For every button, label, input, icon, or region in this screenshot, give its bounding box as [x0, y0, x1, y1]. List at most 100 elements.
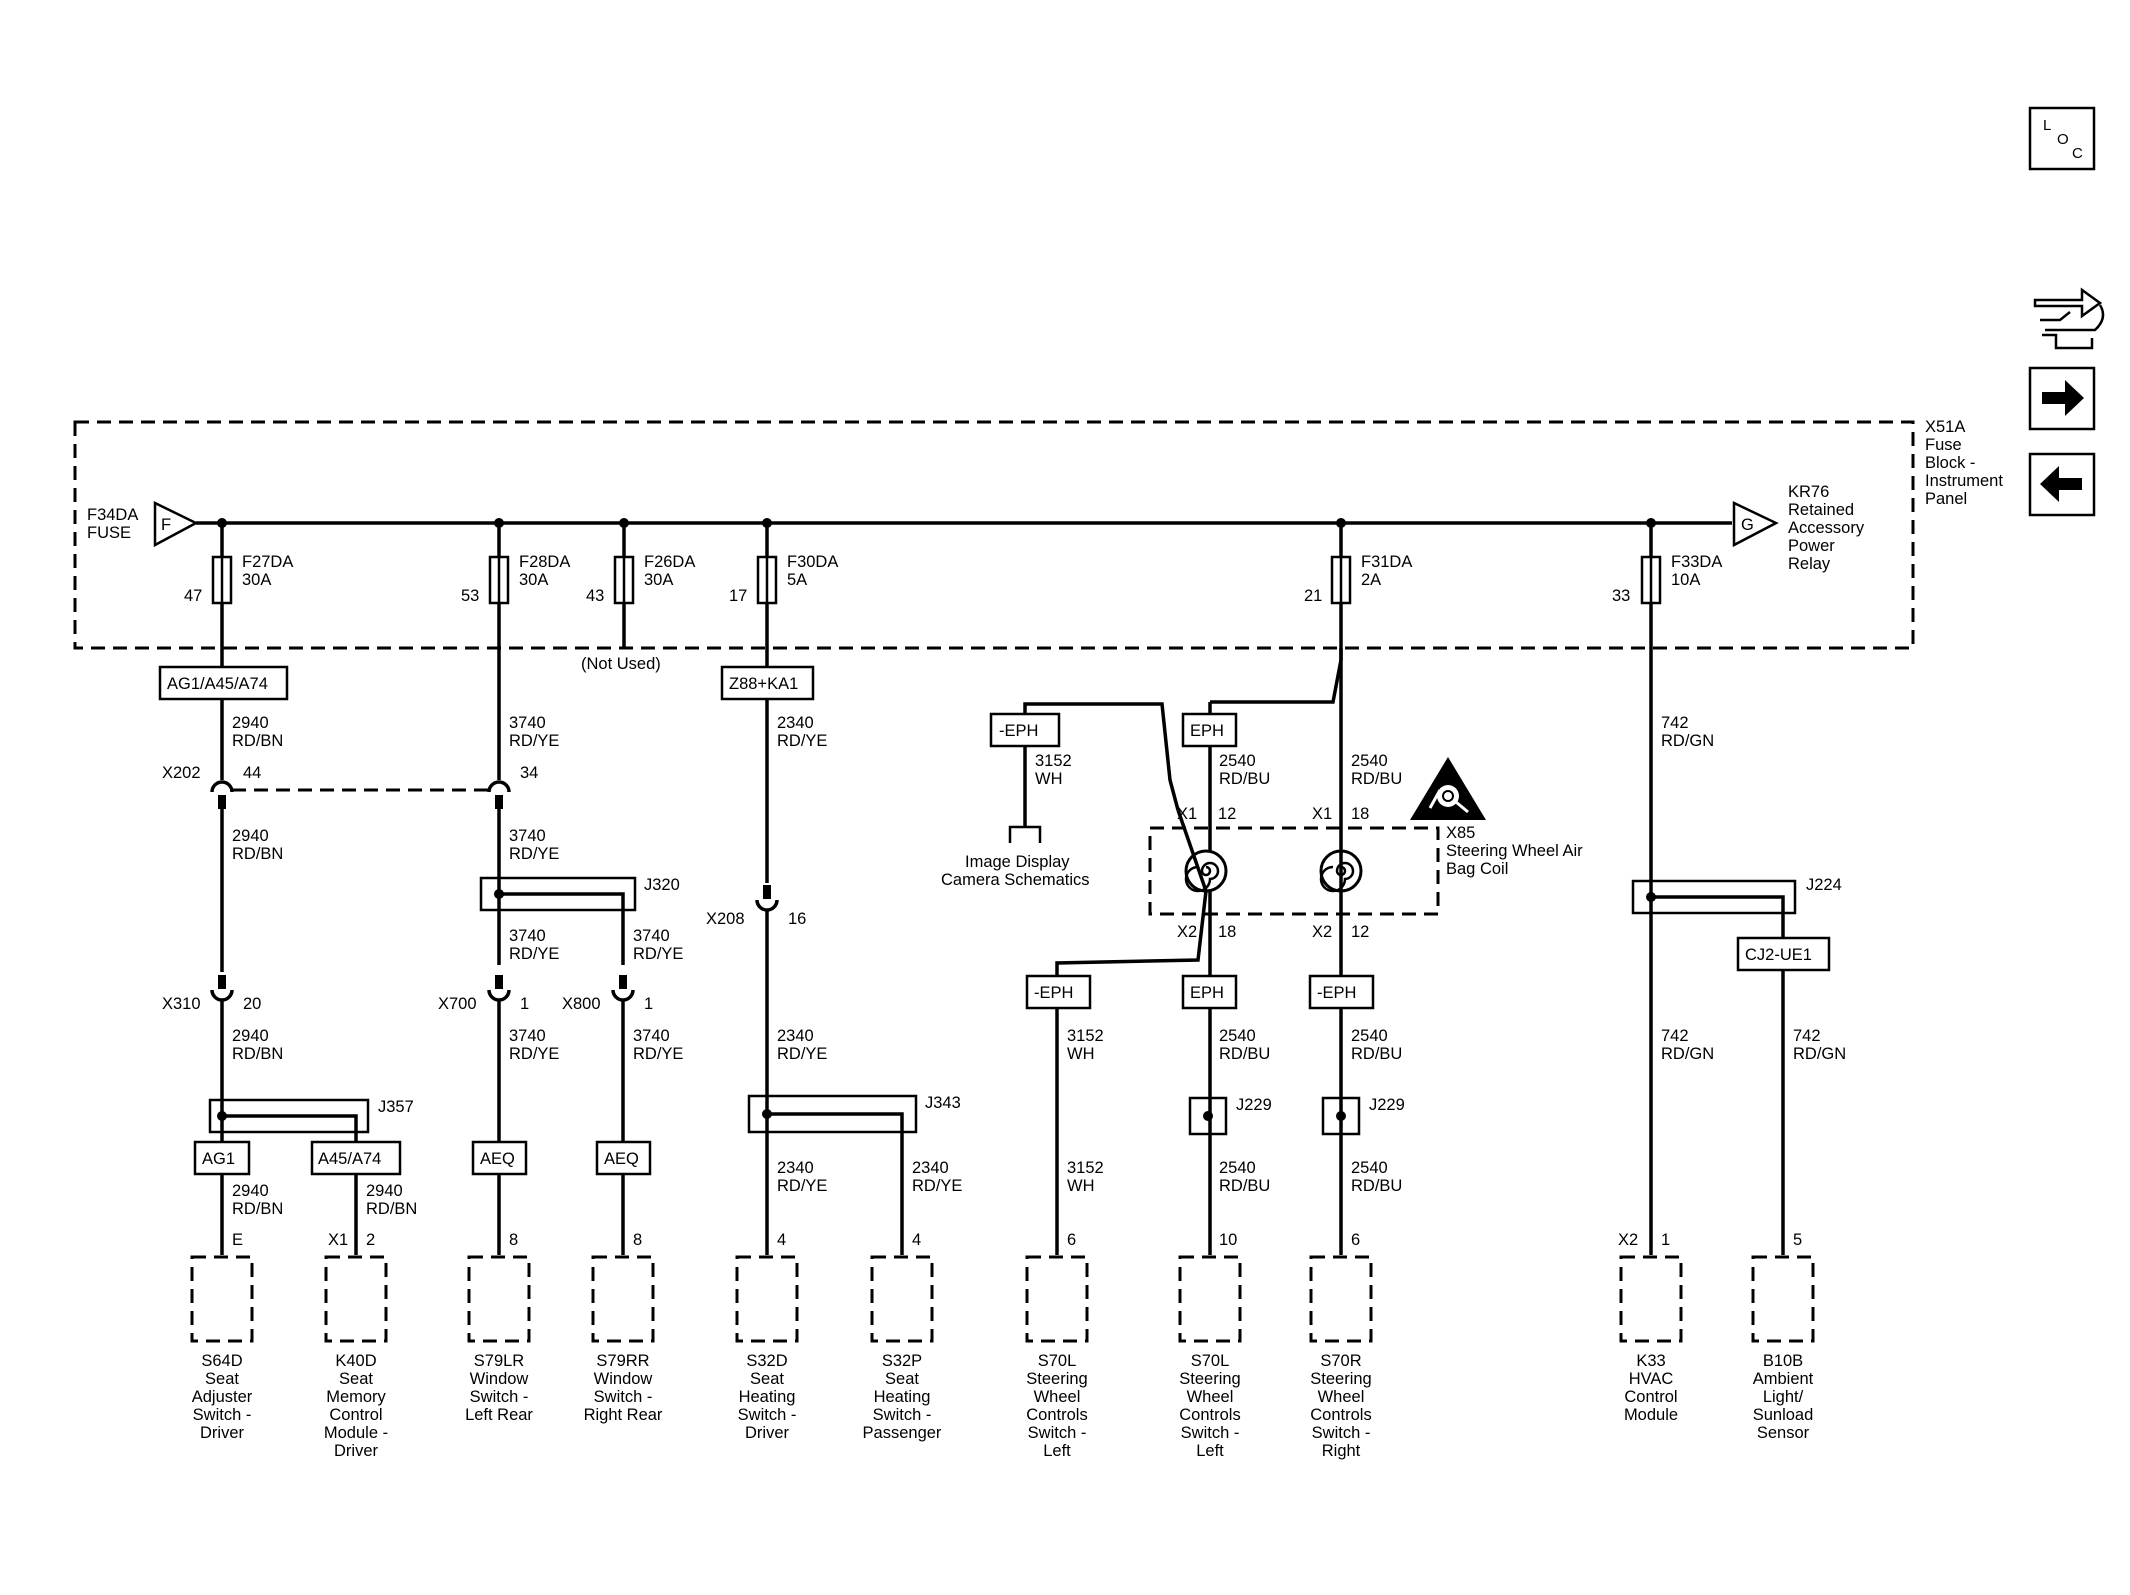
- svg-text:1: 1: [644, 995, 653, 1013]
- svg-text:X1: X1: [1312, 805, 1332, 823]
- svg-text:Switch -: Switch -: [1028, 1424, 1087, 1442]
- svg-text:Module -: Module -: [324, 1424, 388, 1442]
- svg-text:G: G: [1741, 516, 1754, 534]
- svg-text:B10B: B10B: [1763, 1352, 1803, 1370]
- wire-label: RD/BN: [232, 1200, 283, 1218]
- svg-text:Steering: Steering: [1310, 1370, 1371, 1388]
- svg-text:J357: J357: [378, 1098, 414, 1116]
- wire-label: 3740: [509, 927, 546, 945]
- svg-text:Driver: Driver: [334, 1442, 379, 1460]
- wire-label: 3152: [1067, 1027, 1104, 1045]
- svg-text:Left: Left: [1043, 1442, 1071, 1460]
- svg-text:Sunload: Sunload: [1753, 1406, 1814, 1424]
- svg-text:Control: Control: [329, 1406, 382, 1424]
- svg-text:Wheel: Wheel: [1034, 1388, 1081, 1406]
- svg-text:Memory: Memory: [326, 1388, 386, 1406]
- svg-text:KR76: KR76: [1788, 483, 1829, 501]
- svg-text:Heating: Heating: [739, 1388, 796, 1406]
- svg-text:J229: J229: [1236, 1096, 1272, 1114]
- terminal-pin: 6: [1067, 1231, 1076, 1249]
- svg-text:X310: X310: [162, 995, 201, 1013]
- loc-button[interactable]: L O C: [2028, 106, 2096, 171]
- component-s70l[interactable]: S70L Steering Wheel Controls Switch - Le…: [1025, 1255, 1089, 1460]
- svg-text:AG1/A45/A74: AG1/A45/A74: [167, 675, 268, 693]
- svg-text:Right Rear: Right Rear: [584, 1406, 663, 1424]
- svg-text:F: F: [161, 516, 171, 534]
- svg-text:Steering Wheel Air: Steering Wheel Air: [1446, 842, 1583, 860]
- wire-label: RD/BN: [366, 1200, 417, 1218]
- wire-label: 2540: [1219, 1159, 1256, 1177]
- svg-text:Window: Window: [470, 1370, 529, 1388]
- svg-text:Z88+KA1: Z88+KA1: [729, 675, 798, 693]
- svg-text:Accessory: Accessory: [1788, 519, 1865, 537]
- svg-text:Seat: Seat: [750, 1370, 784, 1388]
- svg-text:S79LR: S79LR: [474, 1352, 525, 1370]
- wire-label: 3740: [633, 1027, 670, 1045]
- svg-text:Switch -: Switch -: [193, 1406, 252, 1424]
- loc-letter: O: [2057, 131, 2069, 148]
- wire-label: 2940: [232, 1182, 269, 1200]
- component-s79lr[interactable]: S79LR Window Switch - Left Rear: [465, 1255, 533, 1424]
- svg-text:Image Display: Image Display: [965, 853, 1070, 871]
- wire-label: WH: [1067, 1177, 1095, 1195]
- terminal-pin: 5: [1793, 1231, 1802, 1249]
- fuse-f26da: F26DA 30A 43: [586, 523, 695, 605]
- svg-text:Steering: Steering: [1179, 1370, 1240, 1388]
- svg-text:Control: Control: [1624, 1388, 1677, 1406]
- component-b10b[interactable]: B10B Ambient Light/ Sunload Sensor: [1751, 1255, 1815, 1442]
- terminal-pin: E: [232, 1231, 243, 1249]
- fuse-f28da: F28DA 30A 53: [461, 523, 570, 605]
- wire-label: 2540: [1219, 1027, 1256, 1045]
- wire-label: 2340: [777, 1159, 814, 1177]
- splice-j224: J224: [1631, 876, 1842, 938]
- wire-label: 2940: [366, 1182, 403, 1200]
- svg-text:K33: K33: [1636, 1352, 1665, 1370]
- component-s32d[interactable]: S32D Seat Heating Switch - Driver: [735, 1255, 799, 1442]
- connector-repair-icon[interactable]: [2033, 287, 2105, 350]
- splice-j357: J357: [208, 1098, 414, 1142]
- svg-text:J229: J229: [1369, 1096, 1405, 1114]
- svg-text:Switch -: Switch -: [1312, 1424, 1371, 1442]
- svg-text:FUSE: FUSE: [87, 524, 131, 542]
- svg-text:Light/: Light/: [1763, 1388, 1804, 1406]
- component-s79rr[interactable]: S79RR Window Switch - Right Rear: [584, 1255, 663, 1424]
- terminal-pin: 2: [366, 1231, 375, 1249]
- svg-text:J224: J224: [1806, 876, 1842, 894]
- wire-label: 3740: [509, 1027, 546, 1045]
- arrow-right-icon: [2042, 380, 2084, 416]
- svg-text:AEQ: AEQ: [480, 1150, 515, 1168]
- wire-label: 2540: [1351, 1159, 1388, 1177]
- clock-spring-coil-icon: [1184, 849, 1228, 893]
- wire-label: RD/BN: [232, 732, 283, 750]
- svg-text:Controls: Controls: [1310, 1406, 1371, 1424]
- svg-text:Switch -: Switch -: [1181, 1424, 1240, 1442]
- wire-label: RD/BU: [1351, 1045, 1402, 1063]
- svg-text:F28DA: F28DA: [519, 553, 570, 571]
- svg-text:F34DA: F34DA: [87, 506, 138, 524]
- component-k33[interactable]: K33 HVAC Control Module: [1619, 1255, 1683, 1424]
- wire-label: 2540: [1351, 752, 1388, 770]
- component-k40d[interactable]: K40D Seat Memory Control Module - Driver: [324, 1255, 388, 1460]
- svg-text:F27DA: F27DA: [242, 553, 293, 571]
- wire-label: 2540: [1219, 752, 1256, 770]
- svg-text:Seat: Seat: [885, 1370, 919, 1388]
- component-s70l[interactable]: S70L Steering Wheel Controls Switch - Le…: [1178, 1255, 1242, 1460]
- svg-text:X208: X208: [706, 910, 745, 928]
- svg-text:Adjuster: Adjuster: [192, 1388, 253, 1406]
- svg-text:Steering: Steering: [1026, 1370, 1087, 1388]
- previous-page-button[interactable]: [2028, 452, 2096, 517]
- component-s32p[interactable]: S32P Seat Heating Switch - Passenger: [863, 1255, 942, 1442]
- svg-text:30A: 30A: [644, 571, 673, 589]
- svg-text:F31DA: F31DA: [1361, 553, 1412, 571]
- svg-text:12: 12: [1218, 805, 1236, 823]
- next-page-button[interactable]: [2028, 366, 2096, 431]
- terminal-pin: X1: [328, 1231, 348, 1249]
- steering-wheel-air-bag-coil: [1148, 826, 1440, 916]
- terminal-pin: 8: [509, 1231, 518, 1249]
- component-s70r[interactable]: S70R Steering Wheel Controls Switch - Ri…: [1309, 1255, 1373, 1460]
- wire-label: RD/GN: [1661, 732, 1714, 750]
- svg-text:Wheel: Wheel: [1318, 1388, 1365, 1406]
- svg-text:S32D: S32D: [746, 1352, 787, 1370]
- splice-j229: J229: [1321, 1096, 1405, 1136]
- component-s64d[interactable]: S64D Seat Adjuster Switch - Driver: [190, 1255, 254, 1442]
